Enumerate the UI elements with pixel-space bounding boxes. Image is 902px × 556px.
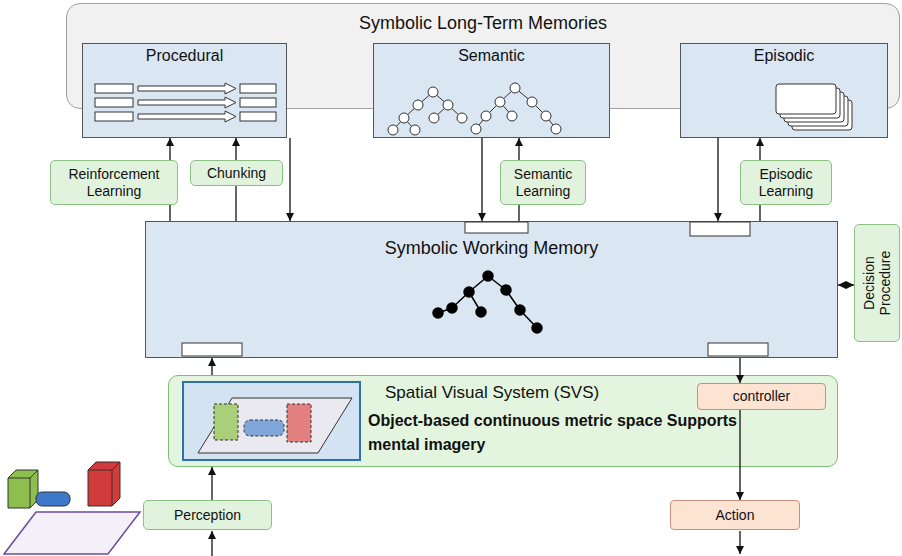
connector [759, 138, 760, 160]
connector [717, 138, 718, 221]
connector [759, 205, 760, 221]
learning-box: Chunking [190, 160, 283, 186]
learning-box: Episodic Learning [740, 160, 832, 205]
world-scene-icon [4, 462, 140, 554]
io-box: Perception [143, 500, 272, 530]
controller-box: controller [697, 383, 826, 410]
io-arrow [212, 531, 740, 556]
box-title: Symbolic Working Memory [385, 238, 599, 259]
connector [235, 186, 236, 221]
memory-box: Episodic [680, 43, 888, 138]
box-body: Object-based continuous metric space Sup… [368, 409, 748, 457]
box-title: Symbolic Long-Term Memories [359, 13, 607, 34]
box-title: Chunking [207, 165, 266, 181]
connector [169, 205, 170, 221]
box-title: Spatial Visual System (SVS) [385, 383, 685, 403]
connector [481, 138, 482, 221]
svs-scene-icon [183, 382, 360, 460]
connector [289, 138, 290, 221]
working-memory-box: Symbolic Working Memory [145, 221, 838, 358]
connector [739, 410, 740, 500]
connector [235, 138, 236, 160]
learning-box: Semantic Learning [500, 160, 586, 205]
box-title: Semantic Learning [505, 166, 581, 198]
procedural-rules-icon [95, 83, 276, 122]
connector [211, 358, 212, 375]
connector [739, 358, 740, 383]
memory-box: Semantic [373, 43, 610, 138]
box-title: Decision Procedure [861, 243, 893, 323]
connector [169, 138, 170, 160]
decision-box: Decision Procedure [854, 224, 900, 342]
box-title: Episodic [754, 47, 814, 65]
box-title: Semantic [458, 47, 525, 65]
box-title: Procedural [146, 47, 223, 65]
box-title: Episodic Learning [745, 166, 827, 198]
connector [838, 284, 854, 285]
box-title: controller [733, 388, 791, 404]
memory-buffer [182, 222, 768, 356]
svs-box: Spatial Visual System (SVS) Object-based … [168, 375, 838, 467]
learning-box: Reinforcement Learning [50, 160, 178, 205]
box-title: Perception [174, 507, 241, 523]
memory-box: Procedural [82, 43, 287, 138]
episodic-cards-icon [776, 84, 852, 130]
box-title: Reinforcement Learning [55, 166, 173, 198]
io-box: Action [670, 500, 800, 530]
memory-panel: Symbolic Long-Term MemoriesProcedural Sem… [66, 3, 900, 109]
semantic-tree-icon [388, 83, 561, 135]
connector [518, 205, 519, 221]
working-memory-tree [433, 271, 542, 333]
connector [211, 467, 212, 500]
box-title: Action [716, 507, 755, 523]
connector [518, 138, 519, 160]
